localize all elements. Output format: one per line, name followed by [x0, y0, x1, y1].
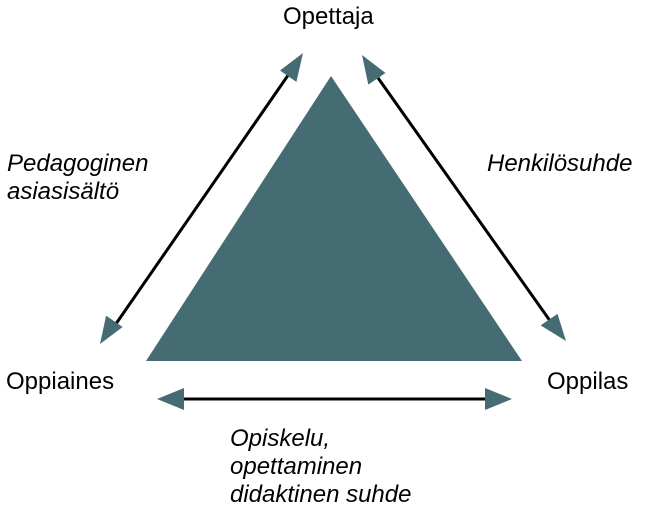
arrowhead-bottom-left-end — [157, 388, 184, 410]
node-label-opettaja: Opettaja — [283, 3, 374, 30]
edge-label-line: didaktinen suhde — [230, 481, 412, 508]
arrowhead-bottom-left — [100, 315, 123, 344]
edge-label-line: Opiskelu, — [230, 425, 331, 452]
edge-label-line: opettaminen — [230, 453, 363, 480]
arrow-left-edge — [100, 53, 303, 344]
edge-label-pedagoginen-asiasisalto: Pedagoginen asiasisältö — [7, 150, 148, 206]
arrow-bottom-edge — [157, 388, 512, 410]
edge-label-henkilosuhde: Henkilösuhde — [487, 150, 633, 177]
arrowhead-bottom-right — [540, 313, 566, 341]
central-triangle — [146, 76, 522, 361]
node-label-oppiaines: Oppiaines — [6, 368, 115, 395]
edge-label-line: asiasisältö — [7, 178, 120, 205]
edge-label-didaktinen-suhde: Opiskelu, opettaminen didaktinen suhde — [230, 425, 411, 509]
node-label-oppilas: Oppilas — [547, 368, 629, 395]
arrowhead-top-left — [280, 53, 303, 82]
arrowhead-top-right — [362, 55, 386, 85]
arrow-right-edge — [362, 55, 566, 341]
arrowhead-bottom-right-end — [485, 388, 512, 410]
edge-label-line: Pedagoginen — [7, 150, 149, 177]
